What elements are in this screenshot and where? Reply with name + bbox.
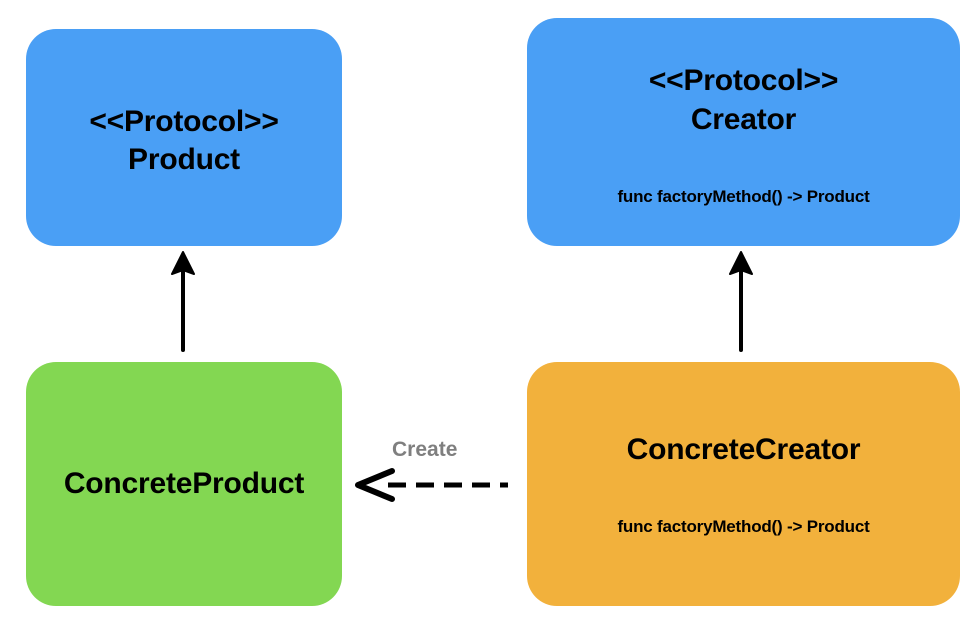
concrete-product-name: ConcreteProduct bbox=[63, 467, 305, 500]
creator-stereotype: <<Protocol>> bbox=[648, 64, 839, 97]
concrete-product-box: ConcreteProduct bbox=[26, 362, 342, 606]
creator-inheritance-arrow bbox=[729, 251, 753, 352]
creator-protocol-box: <<Protocol>> Creator func factoryMethod(… bbox=[527, 18, 960, 246]
product-stereotype: <<Protocol>> bbox=[89, 105, 279, 138]
concrete-creator-box: ConcreteCreator func factoryMethod() -> … bbox=[527, 362, 960, 606]
create-dependency-arrow bbox=[355, 468, 508, 502]
concrete-creator-method: func factoryMethod() -> Product bbox=[617, 517, 870, 536]
concrete-creator-name: ConcreteCreator bbox=[626, 433, 861, 466]
product-name: Product bbox=[128, 143, 240, 176]
creator-method: func factoryMethod() -> Product bbox=[617, 187, 870, 206]
product-inheritance-arrow bbox=[171, 251, 195, 352]
creator-name: Creator bbox=[690, 103, 797, 136]
create-label: Create bbox=[392, 438, 458, 461]
product-protocol-box: <<Protocol>> Product bbox=[26, 29, 342, 246]
